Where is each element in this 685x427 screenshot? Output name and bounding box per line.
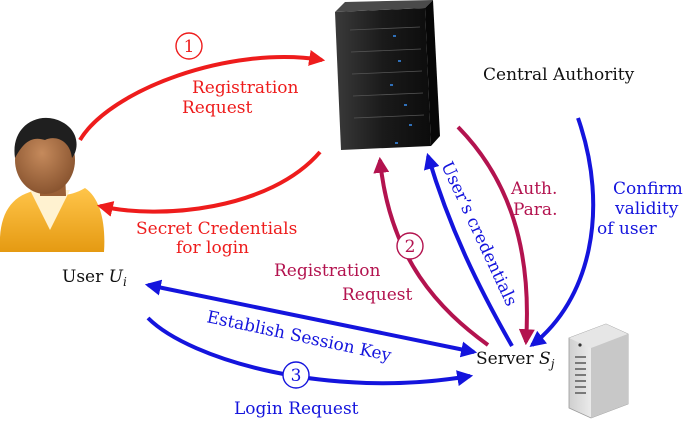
server-rack-icon — [335, 0, 440, 150]
step-1-marker: 1 — [175, 32, 203, 60]
server-registration-request-arrow — [373, 156, 490, 347]
login-request-arrow — [146, 316, 474, 387]
login-request-label: Login Request — [234, 399, 359, 419]
server-label: Server Sj — [476, 349, 555, 371]
secret-credentials-label-line2: for login — [176, 238, 249, 258]
confirm-validity-label-line2: validity — [614, 199, 679, 219]
step-3-number: 3 — [291, 366, 302, 386]
confirm-validity-label-line1: Confirm — [613, 179, 683, 199]
auth-para-label-line2: Para. — [513, 200, 557, 220]
auth-para-arrow — [456, 125, 535, 346]
registration-request-label-line2: Request — [182, 98, 252, 118]
confirm-validity-arrow — [529, 117, 596, 347]
confirm-validity-label-line3: of user — [597, 219, 658, 239]
server-label-prefix: Server — [476, 349, 539, 369]
step-2-number: 2 — [405, 237, 416, 257]
user-symbol: U — [109, 267, 124, 287]
user-label: User Ui — [62, 267, 127, 289]
user-label-prefix: User — [62, 267, 109, 287]
central-authority-label: Central Authority — [483, 65, 635, 85]
establish-session-key-arrow — [144, 279, 478, 358]
auth-para-label-line1: Auth. — [510, 179, 557, 199]
registration-request-label-line1: Registration — [192, 78, 299, 98]
server-registration-request-label-line1: Registration — [274, 261, 381, 281]
secret-credentials-label-line1: Secret Credentials — [136, 219, 297, 239]
step-3-marker: 3 — [282, 361, 310, 389]
server-tower-icon — [568, 323, 629, 419]
secret-credentials-arrow — [96, 150, 322, 217]
server-subscript: j — [548, 357, 555, 371]
registration-request-arrow — [78, 50, 326, 142]
step-1-number: 1 — [184, 37, 195, 57]
users-credentials-arrow — [423, 152, 514, 347]
server-registration-request-label-line2: Request — [342, 285, 412, 305]
server-symbol: S — [539, 349, 551, 369]
user-avatar-icon — [0, 117, 105, 252]
step-2-marker: 2 — [396, 232, 424, 260]
user-subscript: i — [123, 275, 127, 289]
